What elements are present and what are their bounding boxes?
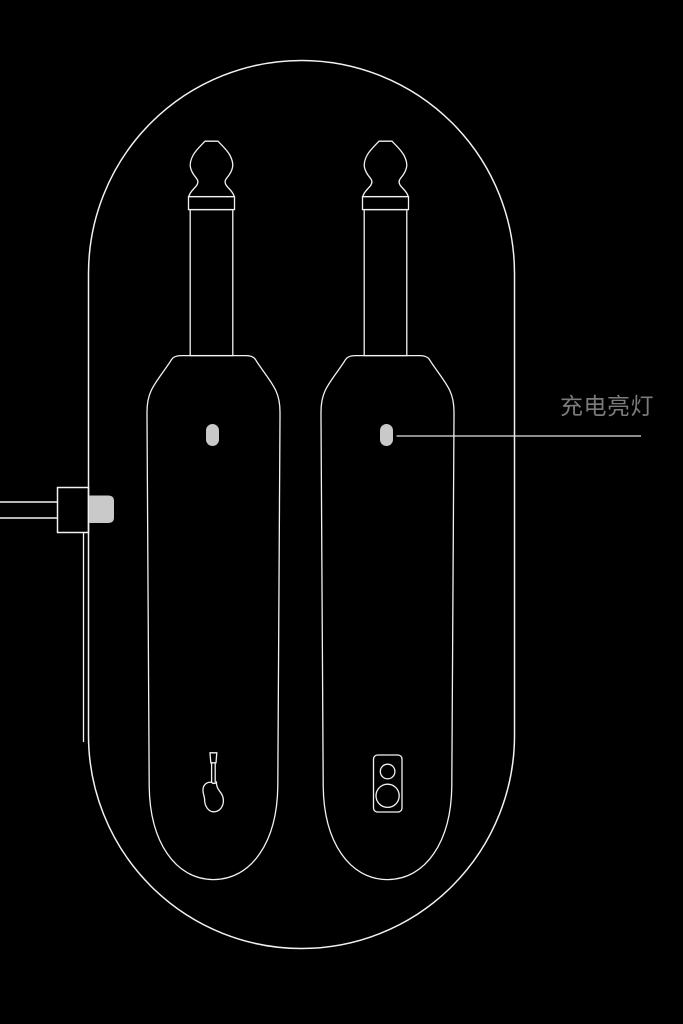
led-indicator-left [206,424,219,446]
usb-cable [0,501,58,519]
guitar-headstock [209,752,218,764]
charging-label: 充电亮灯 [560,393,654,419]
speaker-icon [372,754,403,813]
speaker-woofer [375,783,400,809]
jack-plug-tip [187,140,236,198]
receiver-unit-outline [320,140,455,881]
jack-plug-collar [187,195,236,211]
speaker-tweeter [379,763,396,780]
jack-plug-shaft [189,208,234,357]
device-body-outline [146,354,281,881]
transmitter-unit-outline [146,140,281,881]
led-indicator-right [380,424,393,446]
usb-connector-tip [89,495,114,523]
usb-connector-body [56,486,90,534]
speaker-cabinet [372,754,403,813]
guitar-icon [202,752,225,813]
guitar-body [202,780,225,813]
